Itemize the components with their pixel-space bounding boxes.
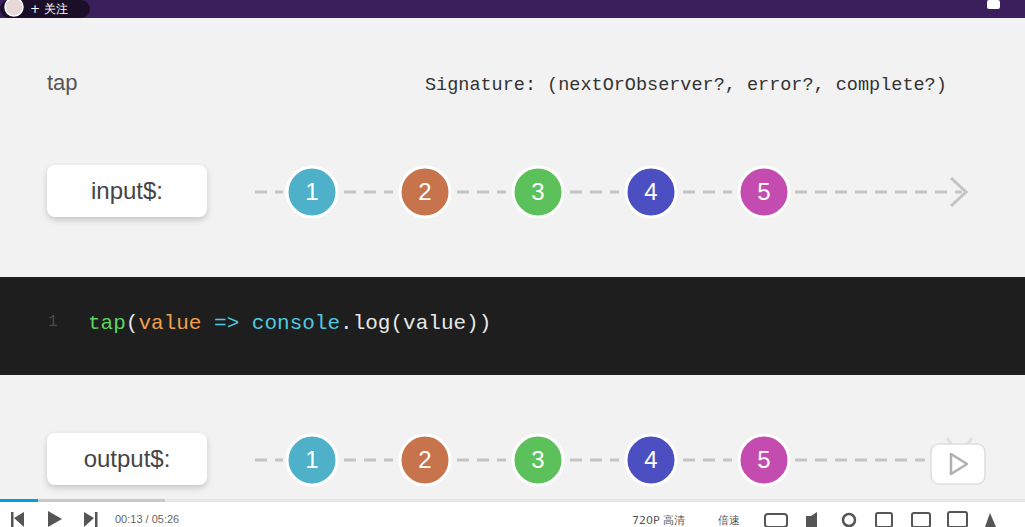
line-number: 1 xyxy=(48,313,58,331)
code-token: ( xyxy=(126,312,139,335)
marble-circle: 5 xyxy=(737,165,791,219)
speed-button: 倍速 xyxy=(718,513,740,527)
marble-value: 4 xyxy=(644,178,657,206)
signature-text: Signature: (nextOrObserver?, error?, com… xyxy=(425,75,947,96)
progress-track xyxy=(0,499,1025,502)
stream-label-box: output$: xyxy=(47,433,207,485)
player-time: 00:13 / 05:26 xyxy=(115,513,179,525)
follow-button-text: + 关注 xyxy=(30,1,68,18)
marble-value: 2 xyxy=(418,446,431,474)
timeline-segment xyxy=(683,459,732,462)
stream-label-box: input$: xyxy=(47,165,207,217)
marble-value: 1 xyxy=(305,446,318,474)
marble-circle: 4 xyxy=(624,165,678,219)
timeline-segment xyxy=(570,459,619,462)
timeline xyxy=(255,459,283,462)
marble-circle: 4 xyxy=(624,433,678,487)
code-token: .log(value)) xyxy=(340,312,491,335)
marble-fill xyxy=(513,435,563,485)
progress-buffer xyxy=(0,499,165,502)
timeline-segment xyxy=(457,459,506,462)
marble-value: 5 xyxy=(757,178,770,206)
code-line: tap(value => console.log(value)) xyxy=(88,312,491,335)
quality-button: 720P 高清 xyxy=(632,513,685,527)
marble-fill xyxy=(739,167,789,217)
timeline xyxy=(795,459,925,462)
code-band xyxy=(0,277,1025,375)
marble-fill xyxy=(626,435,676,485)
timeline-segment xyxy=(457,191,506,194)
marble-fill xyxy=(400,167,450,217)
marble-value: 5 xyxy=(757,446,770,474)
timeline-segment xyxy=(570,191,619,194)
marble-circle: 1 xyxy=(285,165,339,219)
timeline-arrow xyxy=(951,178,966,206)
timeline-segment xyxy=(683,191,732,194)
marble-circle: 2 xyxy=(398,433,452,487)
marble-fill xyxy=(513,167,563,217)
marble-fill xyxy=(287,167,337,217)
stream-name: output$: xyxy=(84,445,171,473)
comment-icon xyxy=(987,0,1000,9)
marble-value: 3 xyxy=(531,446,544,474)
marble-fill xyxy=(739,435,789,485)
marble-value: 3 xyxy=(531,178,544,206)
lower-panel xyxy=(0,375,1025,500)
code-token: value xyxy=(138,312,201,335)
marble-fill xyxy=(287,435,337,485)
stream-name: input$: xyxy=(91,177,163,205)
marble-fill xyxy=(400,435,450,485)
timeline-segment xyxy=(344,191,393,194)
code-token: tap xyxy=(88,312,126,335)
marble-circle: 3 xyxy=(511,433,565,487)
marble-value: 1 xyxy=(305,178,318,206)
timeline-segment xyxy=(344,459,393,462)
operator-title: tap xyxy=(47,70,78,96)
player-controls xyxy=(11,511,996,527)
marble-circle: 3 xyxy=(511,165,565,219)
timeline xyxy=(255,191,283,194)
progress-played xyxy=(0,499,38,502)
avatar xyxy=(5,0,23,16)
marble-circle: 1 xyxy=(285,433,339,487)
upper-panel xyxy=(0,18,1025,277)
timeline xyxy=(795,191,962,194)
marble-circle: 5 xyxy=(737,433,791,487)
play-overlay xyxy=(931,438,985,484)
marble-value: 4 xyxy=(644,446,657,474)
player-bar xyxy=(0,500,1025,527)
top-bar xyxy=(0,0,1025,18)
marble-value: 2 xyxy=(418,178,431,206)
marble-fill xyxy=(626,167,676,217)
code-token: => xyxy=(214,312,239,335)
code-token: console xyxy=(252,312,340,335)
marble-circle: 2 xyxy=(398,165,452,219)
